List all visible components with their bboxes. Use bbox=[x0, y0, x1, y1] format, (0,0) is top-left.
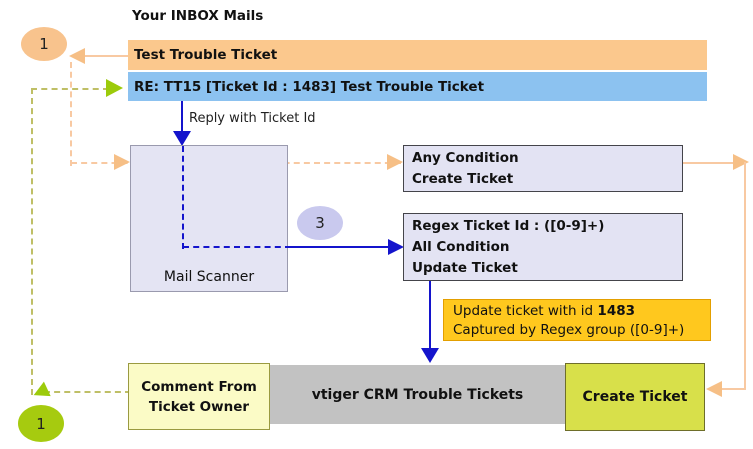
rule-regex-box: Regex Ticket Id : ([0-9]+) All Condition… bbox=[403, 213, 683, 281]
rule-any-line2: Create Ticket bbox=[412, 171, 514, 187]
rule-any-line1: Any Condition bbox=[412, 150, 519, 166]
flow-line-right-vertical bbox=[744, 162, 746, 389]
mail-row-reply-ticket: RE: TT15 [Ticket Id : 1483] Test Trouble… bbox=[128, 72, 707, 101]
crm-trouble-tickets-bar: vtiger CRM Trouble Tickets bbox=[270, 365, 565, 424]
update-ticket-callout: Update ticket with id 1483 Captured by R… bbox=[443, 299, 711, 341]
flow-line-into-create bbox=[721, 388, 746, 390]
arrowhead-into-mail-scanner bbox=[114, 154, 130, 170]
mail-subject-new: Test Trouble Ticket bbox=[134, 47, 278, 63]
create-ticket-label: Create Ticket bbox=[582, 389, 688, 405]
flow-line-green-from-comment bbox=[44, 391, 131, 393]
comment-line1: Comment From bbox=[141, 378, 257, 395]
rule-regex-line1: Regex Ticket Id : ([0-9]+) bbox=[412, 218, 605, 234]
flow-line-blue-to-regex bbox=[288, 246, 389, 248]
callout-ticket-id: 1483 bbox=[597, 303, 635, 319]
reply-label: Reply with Ticket Id bbox=[189, 111, 316, 126]
callout-line1: Update ticket with id 1483 bbox=[453, 303, 635, 319]
arrowhead-into-reply-mail bbox=[106, 79, 123, 97]
arrowhead-into-crm-bar bbox=[421, 348, 439, 363]
arrowhead-right-corner bbox=[733, 154, 749, 170]
flow-line-blue-vertical-in-scanner bbox=[182, 146, 184, 249]
flow-line-blue-horizontal-in-scanner bbox=[183, 246, 291, 248]
inbox-title: Your INBOX Mails bbox=[132, 8, 264, 24]
comment-line2: Ticket Owner bbox=[148, 398, 250, 415]
mail-scanner-label: Mail Scanner bbox=[163, 269, 255, 285]
flow-line-peach-vertical-left bbox=[70, 62, 72, 166]
mail-row-new-ticket: Test Trouble Ticket bbox=[128, 40, 707, 70]
step-badge-3: 3 bbox=[297, 206, 343, 240]
mail-subject-reply: RE: TT15 [Ticket Id : 1483] Test Trouble… bbox=[134, 78, 485, 95]
rule-regex-line2: All Condition bbox=[412, 239, 510, 255]
arrowhead-into-any-condition bbox=[387, 154, 403, 170]
arrowhead-left-to-badge1 bbox=[69, 48, 85, 64]
flow-line-green-vertical bbox=[31, 88, 33, 395]
arrowhead-into-badge1-bottom bbox=[30, 381, 51, 403]
rule-regex-line3: Update Ticket bbox=[412, 260, 518, 276]
mail-scanner-box: Mail Scanner bbox=[130, 145, 288, 292]
flow-line-green-to-reply bbox=[31, 88, 109, 90]
rule-any-condition-box: Any Condition Create Ticket bbox=[403, 145, 683, 192]
flow-line-any-to-right bbox=[683, 162, 738, 164]
comment-from-owner-box: Comment From Ticket Owner bbox=[128, 363, 270, 430]
arrowhead-into-create-ticket bbox=[706, 381, 722, 397]
step-badge-1-top: 1 bbox=[21, 27, 67, 61]
crm-bar-label: vtiger CRM Trouble Tickets bbox=[311, 386, 524, 403]
flow-line-regex-to-crm bbox=[429, 281, 431, 350]
flow-line-mail-to-badge bbox=[84, 55, 128, 57]
arrowhead-into-regex-rule bbox=[388, 239, 404, 255]
create-ticket-box: Create Ticket bbox=[565, 363, 705, 431]
callout-line2: Captured by Regex group ([0-9]+) bbox=[453, 322, 685, 338]
step-badge-1-bottom: 1 bbox=[18, 405, 64, 442]
arrowhead-into-scanner-top bbox=[173, 131, 191, 146]
flow-line-reply-down bbox=[181, 101, 183, 133]
